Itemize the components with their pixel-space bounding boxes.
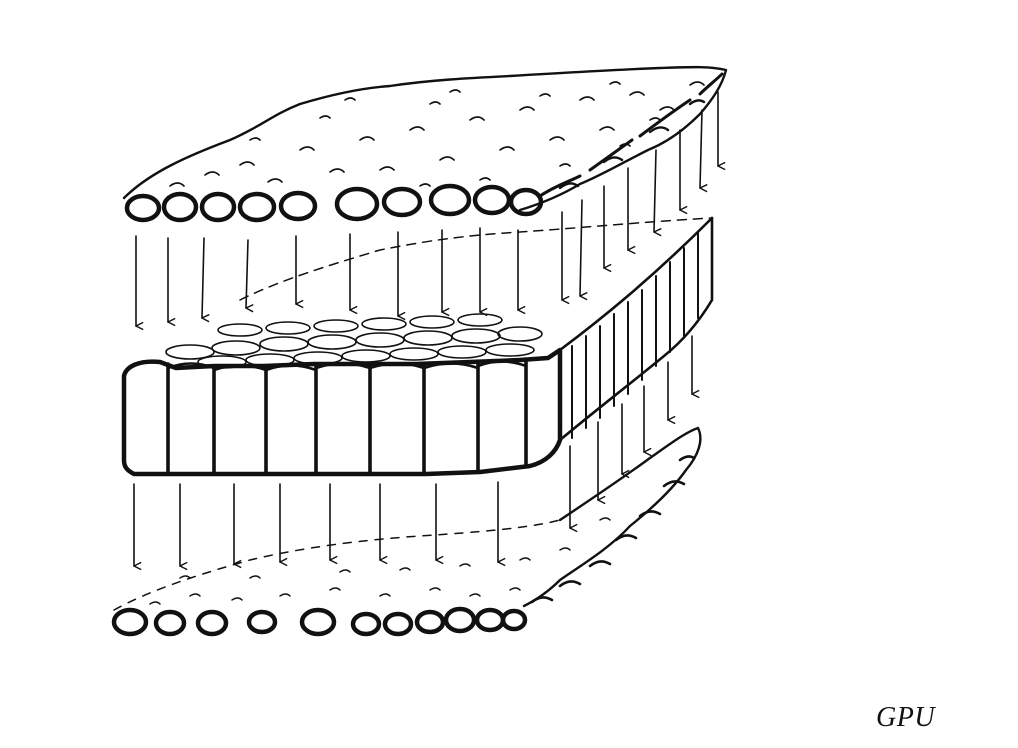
bottom-porous-sheet — [114, 428, 700, 634]
middle-slab-right-cells — [572, 232, 698, 438]
middle-slab-front-columns — [124, 350, 560, 474]
bottom-sheet-front-pores — [114, 456, 694, 634]
top-sheet-front-pores — [127, 74, 722, 220]
middle-slab-front-outline — [124, 350, 560, 474]
top-sheet-surface-texture — [170, 82, 704, 186]
middle-slab-right-face — [560, 218, 712, 440]
middle-honeycomb-slab — [124, 218, 712, 474]
flow-arrows-lower — [134, 336, 692, 566]
top-porous-sheet — [124, 67, 726, 220]
top-sheet-outline — [124, 67, 726, 210]
artist-signature: GPU — [876, 702, 935, 734]
flow-arrows-upper — [136, 92, 718, 326]
bottom-sheet-back-edge — [114, 520, 560, 610]
middle-slab-back-edge — [240, 218, 712, 300]
